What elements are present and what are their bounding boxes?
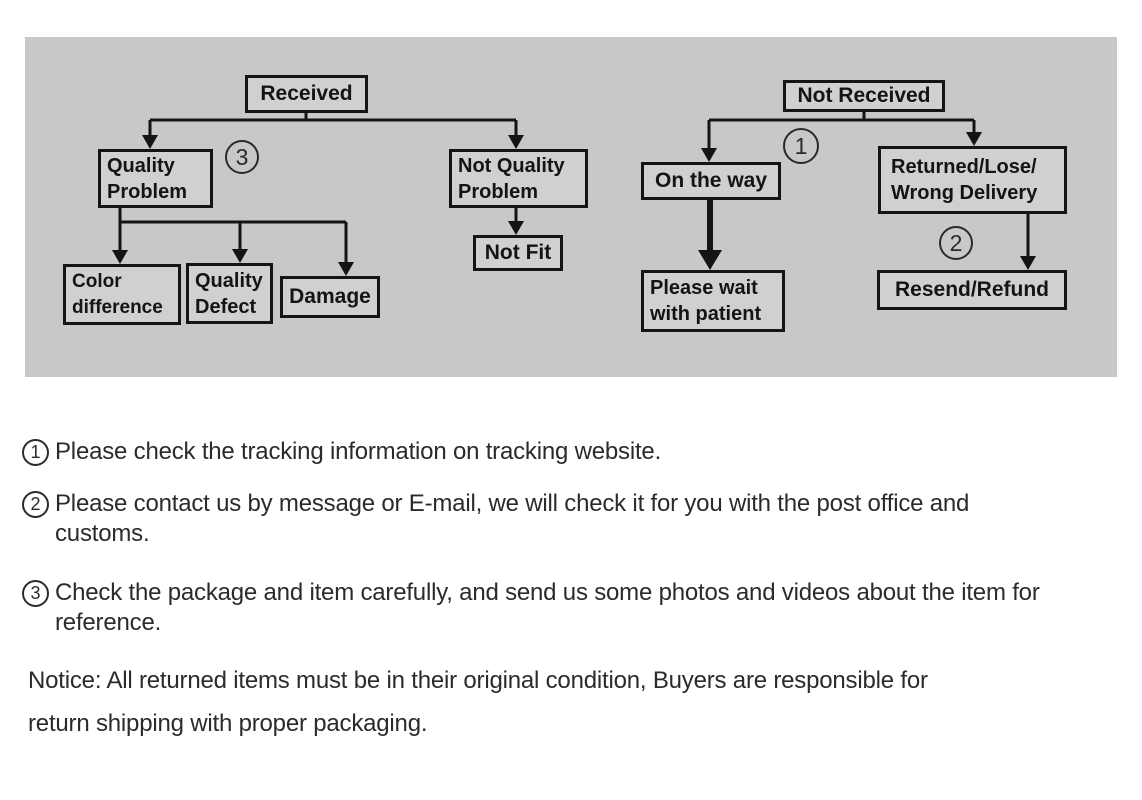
note-1: 1 Please check the tracking information … xyxy=(22,437,661,467)
marker-circle-2: 2 xyxy=(939,226,973,260)
node-not-quality-problem-line2: Problem xyxy=(458,180,539,203)
node-quality-defect-line1: Quality xyxy=(195,269,263,292)
node-color-difference-line2: difference xyxy=(72,296,163,318)
node-on-the-way: On the way xyxy=(641,162,781,200)
node-received: Received xyxy=(245,75,368,113)
node-not-received-label: Not Received xyxy=(797,84,931,107)
note-1-digit: 1 xyxy=(30,442,41,462)
note-3-line1: Check the package and item carefully, an… xyxy=(55,579,1040,606)
node-received-label: Received xyxy=(260,82,353,105)
note-1-circle: 1 xyxy=(22,439,49,466)
note-2-digit: 2 xyxy=(30,494,41,514)
node-returned-lose: Returned/Lose/ Wrong Delivery xyxy=(878,146,1067,214)
node-quality-problem-line2: Problem xyxy=(107,180,188,203)
node-quality-defect-line2: Defect xyxy=(195,295,257,318)
note-3-circle: 3 xyxy=(22,580,49,607)
node-not-fit-label: Not Fit xyxy=(484,241,552,264)
notice-line1: Notice: All returned items must be in th… xyxy=(28,667,928,694)
note-3-digit: 3 xyxy=(30,583,41,603)
note-3: 3 Check the package and item carefully, … xyxy=(22,578,1040,638)
node-returned-lose-line2: Wrong Delivery xyxy=(891,182,1038,204)
edge-quality-problem-rail xyxy=(118,207,346,224)
marker-circle-1: 1 xyxy=(783,128,819,164)
node-quality-problem-line1: Quality xyxy=(107,154,175,177)
node-damage-label: Damage xyxy=(289,285,371,308)
marker-3-digit: 3 xyxy=(235,143,249,170)
marker-2-digit: 2 xyxy=(949,229,963,256)
marker-circle-3: 3 xyxy=(225,140,259,174)
node-on-the-way-label: On the way xyxy=(654,169,768,192)
node-quality-problem: Quality Problem xyxy=(98,149,213,208)
note-1-line1: Please check the tracking information on… xyxy=(55,438,662,465)
node-please-wait-line1: Please wait xyxy=(650,277,758,299)
note-2-line2: customs. xyxy=(55,520,150,547)
node-resend-refund: Resend/Refund xyxy=(877,270,1067,310)
node-please-wait: Please wait with patient xyxy=(641,270,785,332)
node-color-difference: Color difference xyxy=(63,264,181,325)
note-2-circle: 2 xyxy=(22,491,49,518)
node-not-quality-problem-line1: Not Quality xyxy=(458,154,565,177)
note-2-line1: Please contact us by message or E-mail, … xyxy=(55,490,970,517)
notice-line2: return shipping with proper packaging. xyxy=(28,710,428,737)
note-1-text: Please check the tracking information on… xyxy=(55,437,661,467)
note-3-line2: reference. xyxy=(55,609,162,636)
node-returned-lose-line1: Returned/Lose/ xyxy=(891,156,1037,178)
note-2: 2 Please contact us by message or E-mail… xyxy=(22,489,969,549)
node-resend-refund-label: Resend/Refund xyxy=(894,278,1049,301)
marker-1-digit: 1 xyxy=(794,132,808,159)
edge-received-rail xyxy=(150,112,516,122)
node-not-fit: Not Fit xyxy=(473,235,563,271)
node-quality-defect: Quality Defect xyxy=(186,263,273,324)
node-not-quality-problem: Not Quality Problem xyxy=(449,149,588,208)
node-not-received: Not Received xyxy=(783,80,945,112)
node-damage: Damage xyxy=(280,276,380,318)
note-3-text: Check the package and item carefully, an… xyxy=(55,578,1040,638)
edge-not-received-rail xyxy=(709,111,974,122)
node-color-difference-line1: Color xyxy=(72,270,122,292)
node-please-wait-line2: with patient xyxy=(650,303,762,325)
note-2-text: Please contact us by message or E-mail, … xyxy=(55,489,969,549)
